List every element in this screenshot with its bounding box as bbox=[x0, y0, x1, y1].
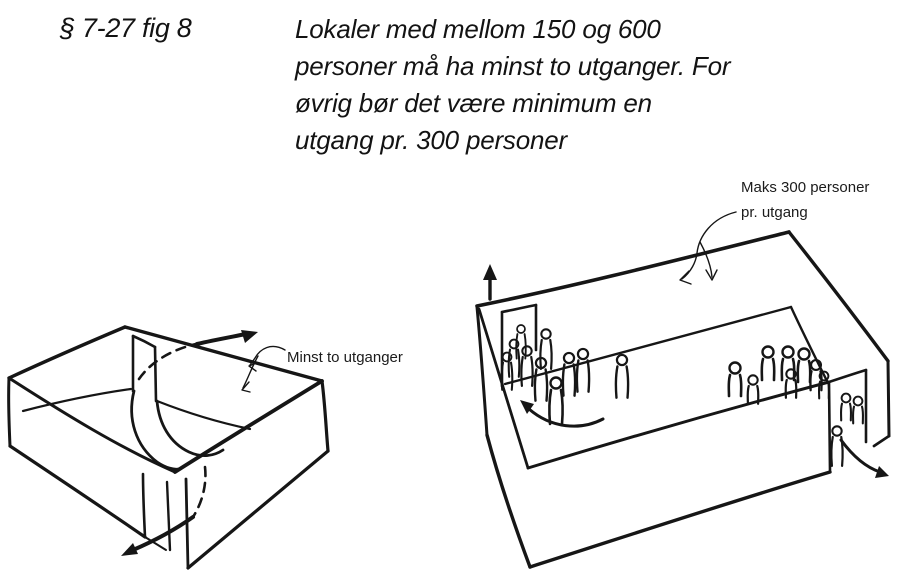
front-exit-arrow-icon bbox=[121, 515, 195, 556]
right-exit-door bbox=[827, 368, 868, 473]
caption-line: øvrig bør det være minimum en bbox=[295, 88, 652, 118]
right-figure-label-line: pr. utgang bbox=[741, 204, 808, 221]
right-figure-label-line: Maks 300 personer bbox=[741, 179, 870, 196]
left-figure-label: Minst to utganger bbox=[287, 349, 403, 366]
person-figure bbox=[839, 392, 853, 422]
right-room-outline bbox=[475, 230, 891, 569]
person-figure bbox=[746, 374, 760, 405]
left-flow-arrow-icon bbox=[520, 400, 605, 428]
person-figure bbox=[830, 425, 844, 467]
doorway-crowd bbox=[830, 392, 865, 467]
crowd-left bbox=[500, 324, 630, 426]
person-figure bbox=[561, 351, 577, 397]
back-exit-arrow-icon bbox=[195, 330, 258, 346]
right-flow-arrow-icon bbox=[839, 438, 889, 478]
caption-line: utgang pr. 300 personer bbox=[295, 125, 567, 155]
up-exit-arrow-icon bbox=[483, 264, 497, 301]
left-room-back-door bbox=[131, 334, 158, 403]
figure-reference: § 7-27 fig 8 bbox=[60, 13, 192, 43]
right-label-pointer-icon bbox=[679, 211, 737, 285]
escape-route-path bbox=[130, 342, 225, 519]
left-label-pointer-icon bbox=[241, 345, 286, 393]
person-figure bbox=[614, 353, 630, 399]
person-figure bbox=[575, 347, 591, 393]
person-figure bbox=[796, 347, 812, 384]
caption-line: Lokaler med mellom 150 og 600 bbox=[295, 14, 661, 44]
person-figure bbox=[780, 345, 796, 382]
person-figure bbox=[760, 345, 776, 382]
left-room-outline bbox=[7, 325, 330, 570]
caption-line: personer må ha minst to utganger. For bbox=[295, 51, 731, 81]
right-figure-label: Maks 300 personer pr. utgang bbox=[741, 175, 869, 225]
person-figure bbox=[548, 376, 564, 426]
person-figure bbox=[727, 361, 743, 398]
person-figure bbox=[851, 395, 865, 425]
figure-caption: Lokaler med mellom 150 og 600 personer m… bbox=[295, 11, 731, 159]
